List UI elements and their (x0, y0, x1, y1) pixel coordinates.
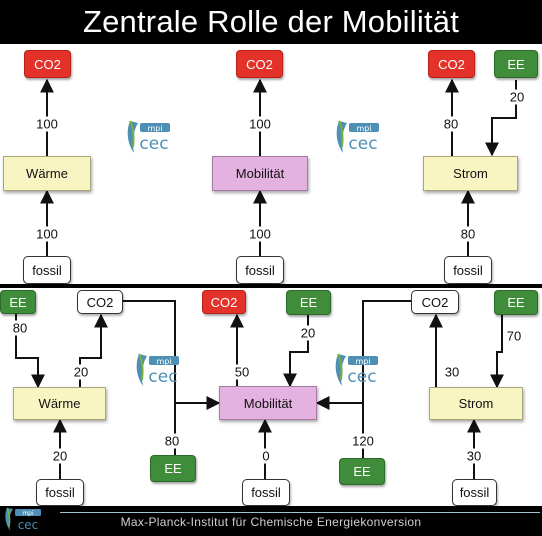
top-strom-node: Strom (423, 156, 518, 191)
top-strom-co2-node: CO2 (428, 50, 475, 78)
mpi-cec-logo: mpi cec (5, 507, 41, 532)
top-mobilitaet-out-label: 100 (247, 116, 273, 132)
bottom-waerme-co2-label: 20 (71, 364, 91, 380)
top-waerme-co2-node: CO2 (24, 50, 71, 78)
top-strom-fossil-node: fossil (444, 256, 492, 284)
logo-text-top: mpi (22, 510, 34, 517)
bottom-mobilitaet-fossil-node: fossil (242, 479, 290, 506)
top-mobilitaet-in-label: 100 (247, 226, 273, 242)
bottom-strom-co2-node: CO2 (411, 290, 459, 314)
logo-text-bottom: cec (348, 134, 377, 154)
mpi-cec-logo: mpi cec (336, 120, 379, 154)
footer-divider (60, 512, 540, 513)
bottom-mobilitaet-co2-label: 50 (232, 364, 252, 380)
top-waerme-node: Wärme (3, 156, 91, 191)
logo-text-top: mpi (156, 357, 171, 366)
bottom-strom-fossil-label: 30 (464, 448, 484, 464)
bottom-mobilitaet-fossil-label: 0 (260, 448, 272, 464)
bottom-strom-co2-label: 30 (442, 364, 462, 380)
page-title: Zentrale Rolle der Mobilität (0, 0, 542, 44)
logo-text-top: mpi (356, 124, 371, 133)
top-waerme-out-label: 100 (34, 116, 60, 132)
bottom-waerme-fossil-node: fossil (36, 479, 84, 506)
mpi-cec-logo: mpi cec (335, 353, 378, 387)
logo-text-top: mpi (147, 124, 162, 133)
bottom-mobilitaet-ee-label: 20 (298, 325, 318, 341)
top-waerme-fossil-node: fossil (23, 256, 71, 284)
bottom-left-ee-label: 80 (162, 433, 182, 449)
top-strom-ee-node: EE (494, 50, 538, 78)
panel-divider (0, 284, 542, 288)
bottom-waerme-ee-label: 80 (10, 320, 30, 336)
bottom-strom-fossil-node: fossil (452, 479, 497, 506)
bottom-waerme-fossil-label: 20 (50, 448, 70, 464)
bottom-waerme-ee-node: EE (0, 290, 36, 314)
top-mobilitaet-co2-node: CO2 (236, 50, 283, 78)
bottom-left-ee-node: EE (150, 455, 196, 482)
logo-text-bottom: cec (18, 518, 39, 532)
bottom-strom-node: Strom (429, 387, 523, 420)
bottom-mobilitaet-co2-node: CO2 (202, 290, 246, 314)
bottom-mobilitaet-node: Mobilität (219, 386, 317, 420)
footer-bar (0, 506, 542, 536)
logo-text-bottom: cec (148, 367, 177, 387)
bottom-strom-ee-label: 70 (504, 328, 524, 344)
mpi-cec-logo: mpi cec (136, 353, 179, 387)
mpi-cec-logo: mpi cec (127, 120, 170, 154)
top-waerme-in-label: 100 (34, 226, 60, 242)
footer-text: Max-Planck-Institut für Chemische Energi… (120, 515, 422, 529)
bottom-right-ee-label: 120 (350, 433, 376, 449)
logo-text-top: mpi (355, 357, 370, 366)
top-strom-out-label: 80 (441, 116, 461, 132)
bottom-strom-ee-node: EE (494, 290, 538, 315)
top-strom-ee-label: 20 (507, 89, 527, 105)
top-mobilitaet-node: Mobilität (212, 156, 308, 191)
top-mobilitaet-fossil-node: fossil (236, 256, 284, 284)
bottom-right-ee-node: EE (339, 458, 385, 485)
bottom-waerme-co2-node: CO2 (77, 290, 123, 314)
top-strom-in-label: 80 (458, 226, 478, 242)
bottom-waerme-node: Wärme (13, 387, 106, 420)
bottom-mobilitaet-ee-node: EE (286, 290, 331, 315)
logo-text-bottom: cec (347, 367, 376, 387)
logo-text-bottom: cec (139, 134, 168, 154)
